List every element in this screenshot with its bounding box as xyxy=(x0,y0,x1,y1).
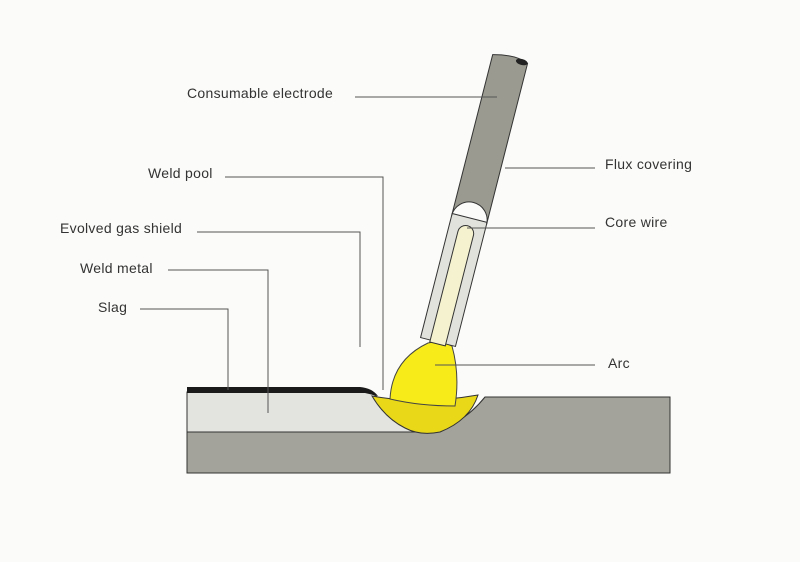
label-flux-covering: Flux covering xyxy=(605,156,693,172)
electrode xyxy=(419,54,529,348)
label-arc: Arc xyxy=(608,355,630,371)
label-slag: Slag xyxy=(98,299,128,315)
label-consumable-electrode: Consumable electrode xyxy=(187,85,334,101)
flux-covering xyxy=(451,54,529,225)
label-core-wire: Core wire xyxy=(605,214,668,230)
label-evolved-gas-shield: Evolved gas shield xyxy=(60,220,183,236)
label-weld-metal: Weld metal xyxy=(80,260,153,276)
leader-lines xyxy=(140,96,595,413)
arc-droplet xyxy=(389,341,458,407)
slag-layer xyxy=(187,387,378,396)
label-weld-pool: Weld pool xyxy=(148,165,213,181)
core-wire xyxy=(429,225,475,347)
